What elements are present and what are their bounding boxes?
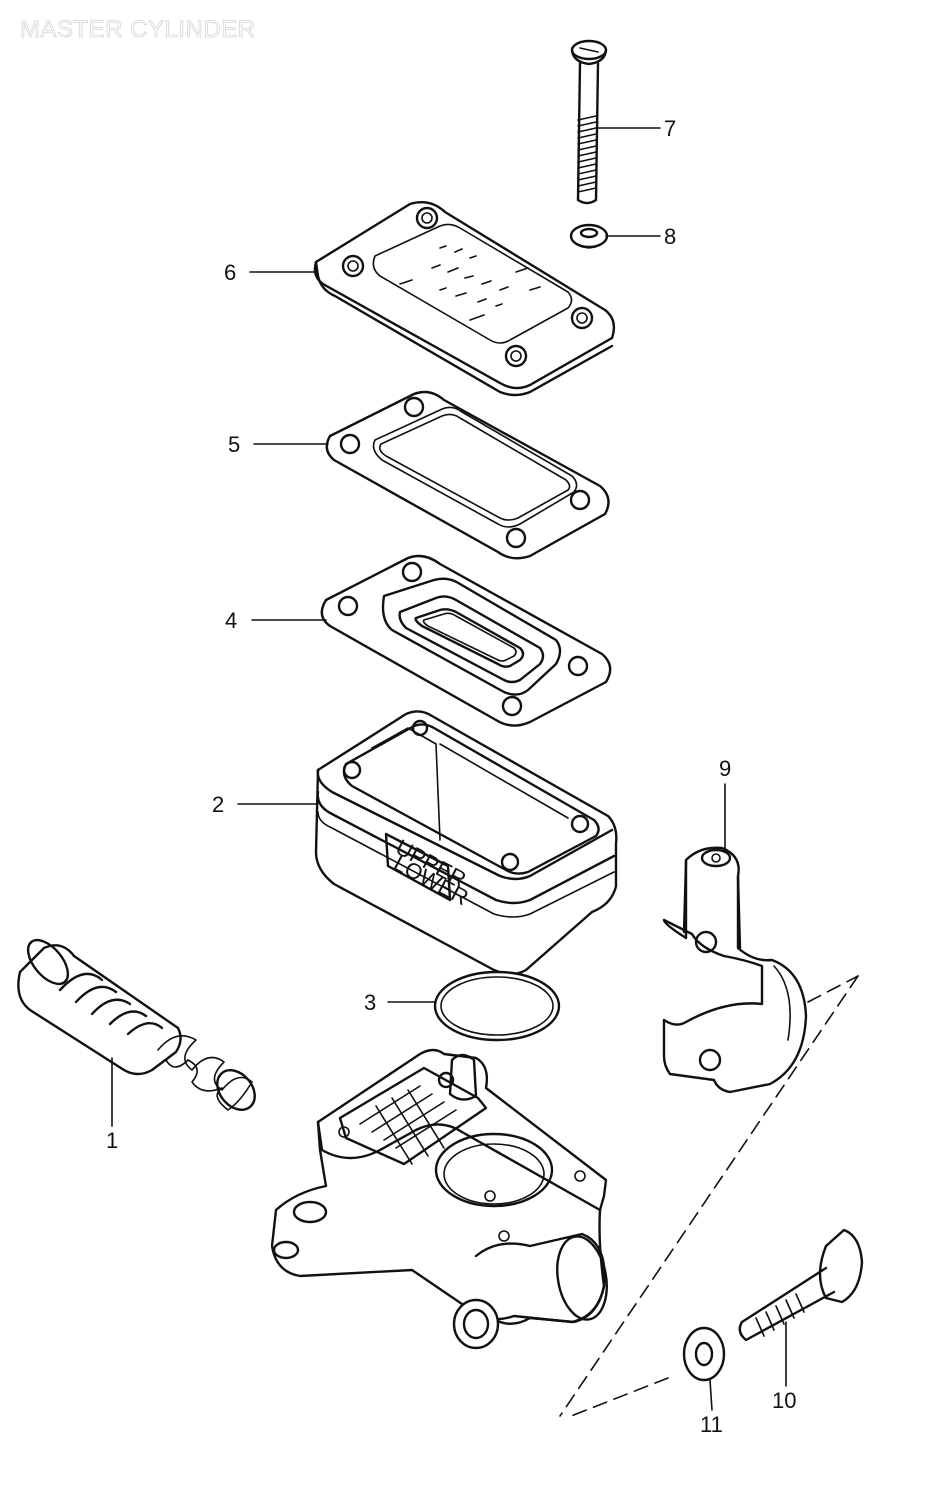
part-7-screw: [570, 39, 608, 205]
part-1-piston-assembly: [17, 938, 256, 1111]
guide-lines: [559, 975, 859, 1419]
part-3-o-ring: [433, 970, 561, 1042]
label-part-10: 10: [772, 1388, 796, 1413]
part-2-reservoir: UPPER LOWER: [314, 710, 618, 976]
label-part-7: 7: [664, 116, 676, 141]
label-part-1: 1: [106, 1128, 118, 1153]
label-part-3: 3: [364, 990, 376, 1015]
label-part-4: 4: [225, 608, 237, 633]
diagram-title: MASTER CYLINDER: [20, 16, 256, 44]
part-8-washer: [569, 223, 609, 249]
label-part-5: 5: [228, 432, 240, 457]
master-cylinder-body: [270, 1048, 608, 1350]
leader-lines: [111, 127, 787, 1411]
label-part-9: 9: [719, 756, 731, 781]
part-labels: 7 8 6 5 4 2 9 3 1 10 11: [106, 116, 796, 1437]
label-part-8: 8: [664, 224, 676, 249]
part-11-washer: [682, 1326, 726, 1382]
part-9-clamp: [662, 846, 808, 1094]
part-4-diaphragm: [320, 554, 612, 727]
label-part-6: 6: [224, 260, 236, 285]
part-5-diaphragm-plate: [325, 390, 610, 560]
label-part-2: 2: [212, 792, 224, 817]
part-6-reservoir-cap: [313, 201, 616, 397]
label-part-11: 11: [700, 1412, 723, 1437]
part-10-bolt: [738, 1228, 864, 1342]
